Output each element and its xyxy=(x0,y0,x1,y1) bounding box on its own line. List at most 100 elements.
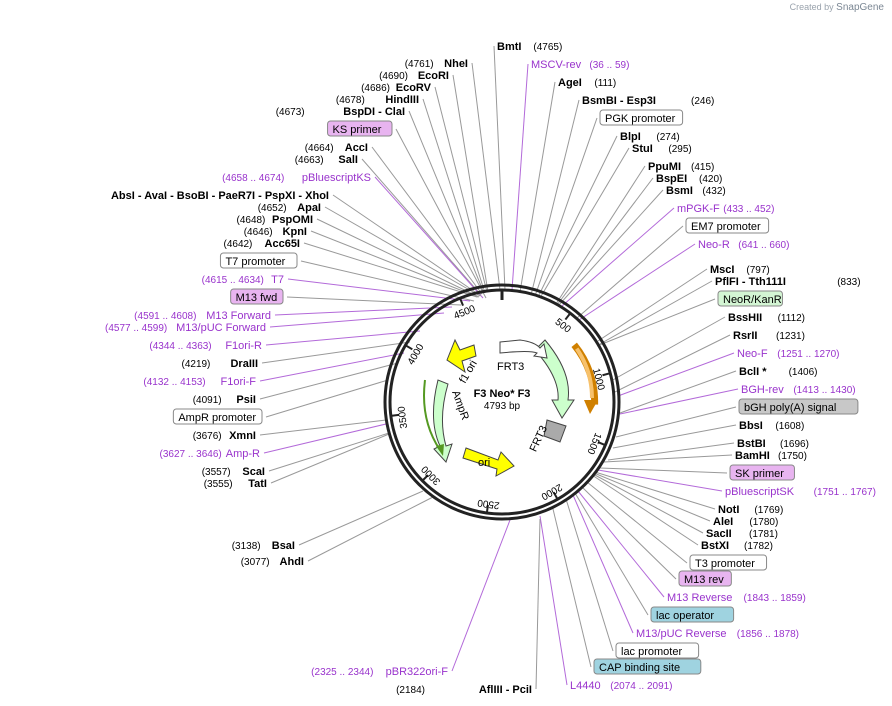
label-right-6[interactable]: StuI(295) xyxy=(632,143,692,155)
label-left-7[interactable]: SalI(4663) xyxy=(295,154,358,166)
label-right-9[interactable]: BsmI(432) xyxy=(666,185,726,197)
label-left-9[interactable]: AbsI - AvaI - BsoBI - PaeR7I - PspXI - X… xyxy=(0,190,329,202)
label-right-36[interactable]: lac promoter xyxy=(615,642,700,659)
site-name: BstBI xyxy=(737,438,766,450)
label-right-20[interactable]: BGH-rev(1413 .. 1430) xyxy=(741,384,856,396)
leader-left-19 xyxy=(265,330,421,346)
label-right-29[interactable]: SacII(1781) xyxy=(706,528,778,540)
label-right-19[interactable]: BclI *(1406) xyxy=(739,366,818,378)
tick-label-3500: 3500 xyxy=(396,405,410,429)
label-right-34[interactable]: lac operator xyxy=(650,606,735,623)
label-right-11[interactable]: EM7 promoter xyxy=(685,217,770,234)
leader-right-14 xyxy=(599,280,713,345)
label-left-31[interactable]: AflIII - PciI(2184) xyxy=(396,684,532,696)
label-left-15[interactable]: T7(4615 .. 4634) xyxy=(202,274,284,286)
label-left-5[interactable]: KS primer xyxy=(327,120,393,137)
label-right-1[interactable]: MSCV-rev(36 .. 59) xyxy=(531,59,629,71)
label-left-0[interactable]: NheI(4761) xyxy=(405,58,468,70)
label-right-0[interactable]: BmtI(4765) xyxy=(497,41,562,53)
label-right-16[interactable]: BssHII(1112) xyxy=(728,312,805,324)
label-left-20[interactable]: DraIII(4219) xyxy=(181,358,258,370)
backbone-outer-ring xyxy=(383,283,621,521)
coord-text: (4344 .. 4363) xyxy=(149,341,211,352)
tick-4500 xyxy=(459,297,464,306)
label-left-6[interactable]: AccI(4664) xyxy=(305,142,368,154)
annotation-labels: BmtI(4765) MSCV-rev(36 .. 59) AgeI(111) Bsm… xyxy=(0,41,876,696)
ampr-promoter-arrowhead xyxy=(436,444,444,456)
feature-box xyxy=(593,658,702,675)
label-left-26[interactable]: ScaI(3557) xyxy=(202,466,265,478)
label-left-18[interactable]: M13/pUC Forward(4577 .. 4599) xyxy=(105,322,266,334)
label-right-2[interactable]: AgeI(111) xyxy=(558,77,616,89)
site-name: BlpI xyxy=(620,131,641,143)
label-left-19[interactable]: F1ori-R(4344 .. 4363) xyxy=(149,340,262,352)
feature-box-text: PGK promoter xyxy=(605,113,676,125)
label-right-13[interactable]: MscI(797) xyxy=(710,264,770,276)
leader-left-12 xyxy=(310,230,479,298)
primer-name: M13/pUC Reverse xyxy=(636,628,726,640)
coord-text: (433 .. 452) xyxy=(723,204,774,215)
label-right-28[interactable]: AleI(1780) xyxy=(713,516,778,528)
label-left-27[interactable]: TatI(3555) xyxy=(204,478,267,490)
label-right-37[interactable]: CAP binding site xyxy=(593,658,702,675)
label-right-10[interactable]: mPGK-F(433 .. 452) xyxy=(677,203,774,215)
label-right-12[interactable]: Neo-R(641 .. 660) xyxy=(698,239,789,251)
label-left-8[interactable]: pBluescriptKS(4658 .. 4674) xyxy=(222,172,371,184)
primer-name: pBR322ori-F xyxy=(386,666,449,678)
label-right-21[interactable]: bGH poly(A) signal xyxy=(738,398,859,415)
label-left-28[interactable]: BsaI(3138) xyxy=(232,540,295,552)
label-left-1[interactable]: EcoRI(4690) xyxy=(379,70,449,82)
label-left-25[interactable]: Amp-R(3627 .. 3646) xyxy=(159,448,260,460)
label-right-18[interactable]: Neo-F(1251 .. 1270) xyxy=(737,348,840,360)
label-left-2[interactable]: EcoRV(4686) xyxy=(361,82,432,94)
leader-right-19 xyxy=(619,370,737,414)
label-left-3[interactable]: HindIII(4678) xyxy=(336,94,419,106)
label-right-32[interactable]: M13 rev xyxy=(678,570,732,587)
label-right-38[interactable]: L4440(2074 .. 2091) xyxy=(570,680,673,692)
label-right-4[interactable]: PGK promoter xyxy=(599,109,684,126)
label-left-11[interactable]: PspOMI(4648) xyxy=(236,214,313,226)
label-left-30[interactable]: pBR322ori-F(2325 .. 2344) xyxy=(311,666,448,678)
label-right-25[interactable]: SK primer xyxy=(729,464,795,481)
label-left-12[interactable]: KpnI(4646) xyxy=(244,226,307,238)
label-right-17[interactable]: RsrII(1231) xyxy=(733,330,805,342)
label-right-24[interactable]: BamHI(1750) xyxy=(735,450,807,462)
label-left-10[interactable]: ApaI(4652) xyxy=(258,202,321,214)
label-right-5[interactable]: BlpI(274) xyxy=(620,131,680,143)
label-right-15[interactable]: NeoR/KanR xyxy=(717,290,783,307)
leader-right-28 xyxy=(593,472,711,522)
label-right-23[interactable]: BstBI(1696) xyxy=(737,438,809,450)
label-right-7[interactable]: PpuMI(415) xyxy=(648,161,714,173)
site-name: PsiI xyxy=(236,394,256,406)
label-left-23[interactable]: AmpR promoter xyxy=(172,408,263,425)
label-right-26[interactable]: pBluescriptSK(1751 .. 1767) xyxy=(725,486,876,498)
label-left-29[interactable]: AhdI(3077) xyxy=(241,556,304,568)
leader-right-30 xyxy=(591,474,699,546)
label-right-30[interactable]: BstXI(1782) xyxy=(701,540,773,552)
label-left-17[interactable]: M13 Forward(4591 .. 4608) xyxy=(134,310,271,322)
label-right-35[interactable]: M13/pUC Reverse(1856 .. 1878) xyxy=(636,628,799,640)
label-right-31[interactable]: T3 promoter xyxy=(689,554,768,571)
leader-right-9 xyxy=(557,189,664,307)
label-right-8[interactable]: BspEI(420) xyxy=(656,173,722,185)
label-right-27[interactable]: NotI(1769) xyxy=(718,504,783,516)
feature-box xyxy=(738,398,859,415)
label-right-33[interactable]: M13 Reverse(1843 .. 1859) xyxy=(667,592,806,604)
leader-left-8 xyxy=(374,176,484,299)
tick-3000 xyxy=(421,474,429,482)
label-right-22[interactable]: BbsI(1608) xyxy=(739,420,804,432)
label-left-4[interactable]: BspDI - ClaI(4673) xyxy=(276,106,405,118)
site-name: BstXI xyxy=(701,540,729,552)
label-left-13[interactable]: Acc65I(4642) xyxy=(223,238,300,250)
primer-name: BGH-rev xyxy=(741,384,784,396)
label-left-22[interactable]: PsiI(4091) xyxy=(193,394,256,406)
leader-right-5 xyxy=(537,135,618,298)
bgh-polya-feature xyxy=(543,419,567,443)
label-right-3[interactable]: BsmBI - Esp3I(246) xyxy=(582,95,714,107)
label-left-16[interactable]: M13 fwd xyxy=(230,288,284,305)
label-left-24[interactable]: XmnI(3676) xyxy=(193,430,256,442)
leader-right-31 xyxy=(586,481,688,564)
label-left-21[interactable]: F1ori-F(4132 .. 4153) xyxy=(143,376,256,388)
label-right-14[interactable]: PflFI - Tth111I(833) xyxy=(715,276,861,288)
label-left-14[interactable]: T7 promoter xyxy=(219,252,298,269)
